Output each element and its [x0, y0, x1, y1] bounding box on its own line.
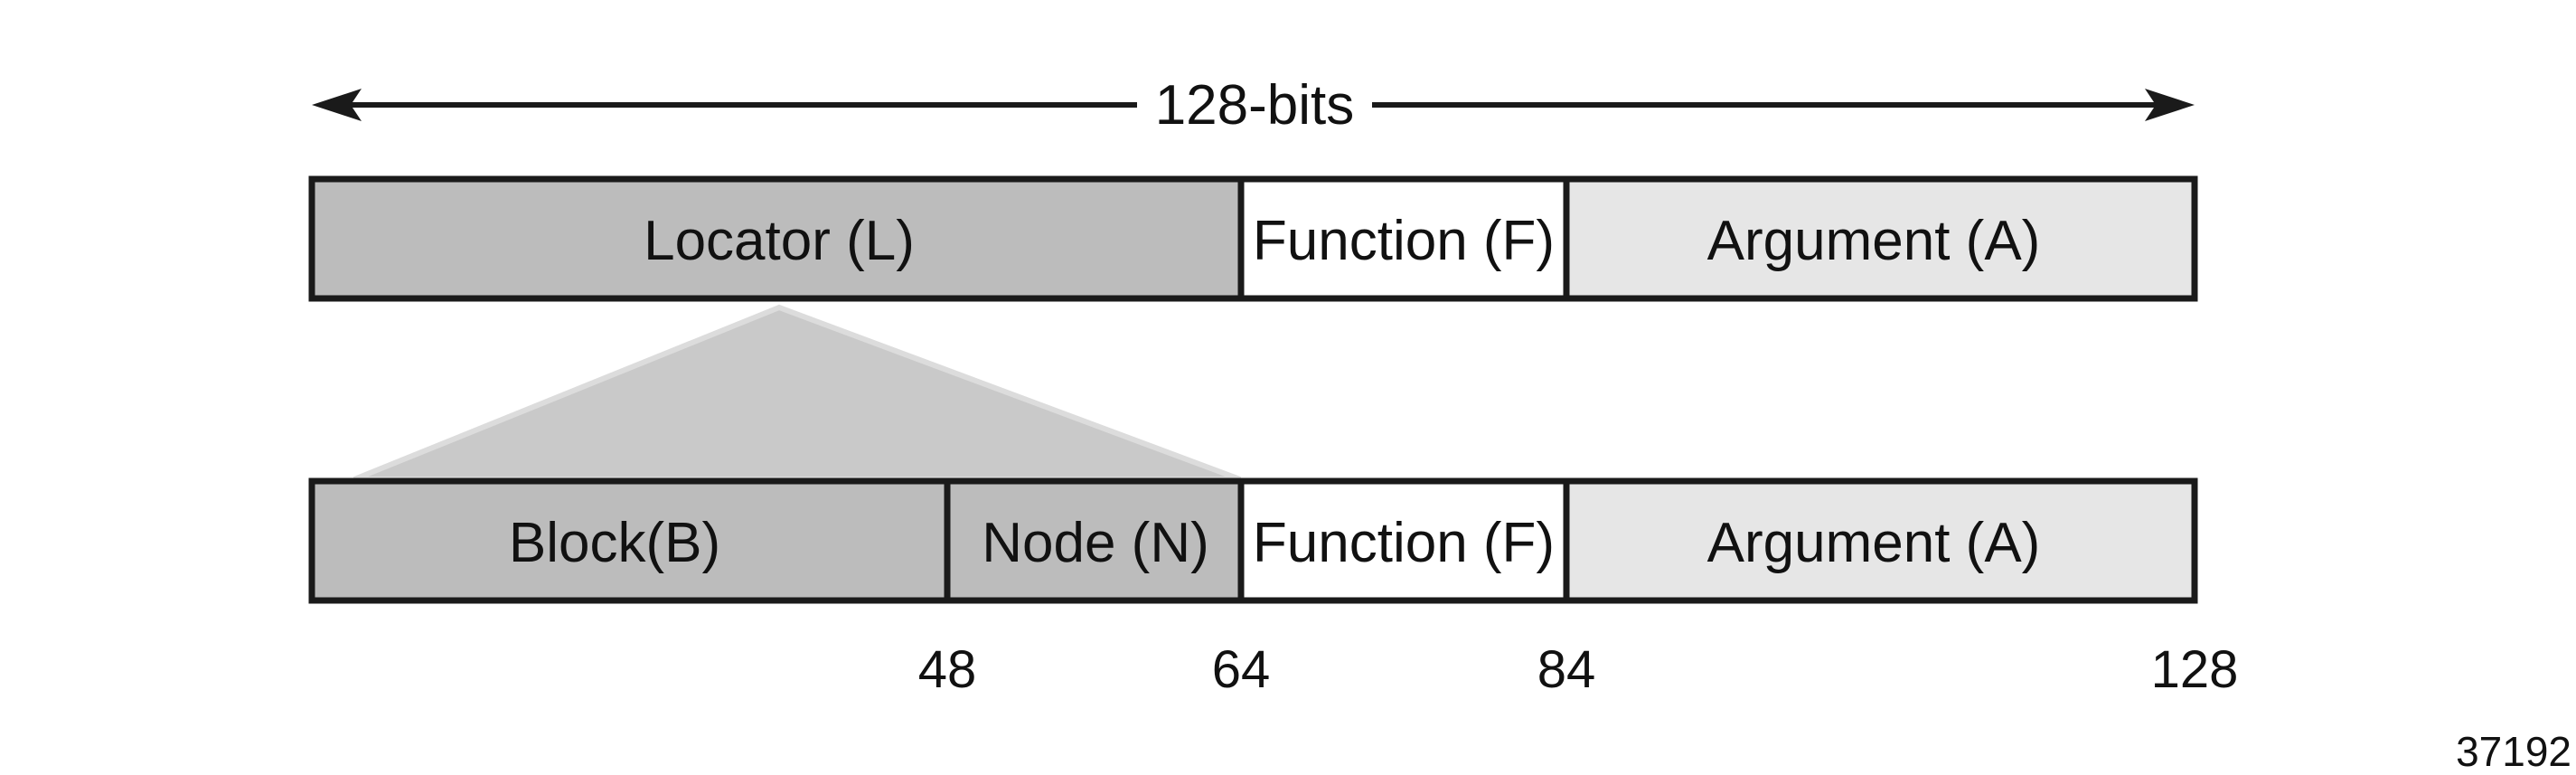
figure-id: 37192 — [2456, 728, 2571, 775]
block-segment — [308, 477, 951, 604]
row2-sid-structure: Block(B) Node (N) Function (F) Argument … — [308, 477, 2198, 604]
locator-label: Locator (L) — [644, 210, 915, 272]
bit-label-128: 128 — [2151, 640, 2239, 699]
function-segment — [1237, 175, 1570, 302]
argument-segment — [1563, 175, 2198, 302]
node-label: Node (N) — [982, 512, 1209, 574]
function-label: Function (F) — [1253, 210, 1555, 272]
block-label: Block(B) — [509, 512, 720, 574]
bit-label-64: 64 — [1212, 640, 1271, 699]
argument-segment — [1563, 477, 2198, 604]
locator-expansion-wedge — [353, 304, 1242, 482]
row1-sid-structure: Locator (L) Function (F) Argument (A) — [308, 175, 2198, 302]
argument-label: Argument (A) — [1707, 512, 2041, 574]
width-label: 128-bits — [1155, 74, 1355, 137]
function-segment — [1237, 477, 1570, 604]
bit-position-labels: 48 64 84 128 — [918, 640, 2239, 699]
width-dimension: 128-bits — [312, 74, 2195, 137]
bit-label-48: 48 — [918, 640, 977, 699]
argument-label: Argument (A) — [1707, 210, 2041, 272]
function-label: Function (F) — [1253, 512, 1555, 574]
bit-label-84: 84 — [1537, 640, 1596, 699]
left-arrowhead-icon — [312, 89, 362, 121]
right-arrowhead-icon — [2145, 89, 2195, 121]
locator-segment — [308, 175, 1245, 302]
